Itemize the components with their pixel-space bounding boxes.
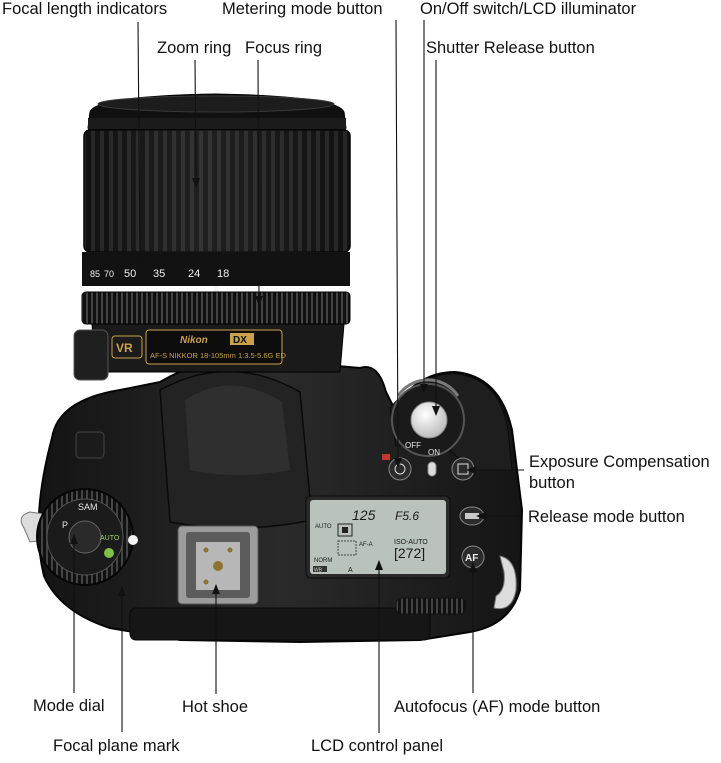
focal-length-mark: 24 (188, 268, 200, 280)
leader-arrowheads (70, 178, 486, 596)
lcd-aperture: F5.6 (395, 509, 419, 523)
label-lcd-control-panel: LCD control panel (311, 737, 444, 755)
lcd-wb: WB (314, 568, 323, 574)
lcd-control-panel: 125 F5.6 AUTO AF-A ISO-AUTO [272] NORM W… (305, 495, 451, 579)
shutter-release-button[interactable] (410, 401, 448, 439)
lens: 85 70 50 35 24 18 VR Nikon DX AF-S NIKKOR 18-… (73, 93, 351, 381)
hot-shoe (177, 525, 259, 605)
lcd-af-area: AF-A (359, 542, 373, 548)
lcd-quality: NORM (314, 558, 332, 564)
af-button-label: AF (465, 553, 478, 564)
mode-dial[interactable]: SAM P AUTO (36, 488, 134, 586)
power-on-label: ON (428, 448, 440, 457)
focal-length-mark: 85 (90, 269, 100, 279)
svg-text:P: P (62, 520, 68, 530)
label-zoom-ring: Zoom ring (157, 39, 232, 57)
lcd-iso-label: ISO-AUTO (394, 539, 428, 546)
lcd-shots-remaining: [272] (394, 545, 425, 561)
power-off-label: OFF (405, 441, 421, 450)
label-hot-shoe: Hot shoe (182, 698, 249, 716)
label-exposure-compensation-line1: Exposure Compensation (529, 453, 710, 471)
label-shutter-release-button: Shutter Release button (426, 39, 595, 57)
label-exposure-compensation-line2: button (529, 474, 575, 492)
focal-plane-mark-symbol (128, 535, 138, 545)
lcd-auto-label: AUTO (315, 524, 332, 530)
mode-dial-auto-label: AUTO (100, 535, 120, 542)
label-focus-ring: Focus ring (245, 39, 323, 57)
svg-text:SAM: SAM (78, 502, 98, 512)
label-autofocus-mode-button: Autofocus (AF) mode button (394, 698, 601, 716)
label-metering-mode-button: Metering mode button (222, 0, 383, 18)
lcd-wb-mode: A (348, 567, 353, 574)
label-focal-length-indicators: Focal length indicators (2, 0, 168, 18)
lcd-shutter: 125 (352, 507, 376, 523)
label-mode-dial: Mode dial (33, 697, 105, 715)
focal-length-mark: 35 (153, 268, 165, 280)
label-focal-plane-mark: Focal plane mark (53, 737, 180, 755)
leader-lines (73, 19, 524, 733)
focal-length-mark: 50 (124, 268, 136, 280)
lens-format-badge: DX (233, 335, 247, 346)
label-on-off-switch: On/Off switch/LCD illuminator (420, 0, 637, 18)
focal-length-mark: 18 (217, 268, 229, 280)
lens-model-text: AF-S NIKKOR 18-105mm 1:3.5-5.6G ED (150, 351, 286, 360)
label-release-mode-button: Release mode button (528, 508, 685, 526)
focal-length-mark: 70 (104, 269, 114, 279)
lens-brand: Nikon (180, 335, 208, 346)
vr-badge: VR (116, 341, 133, 355)
